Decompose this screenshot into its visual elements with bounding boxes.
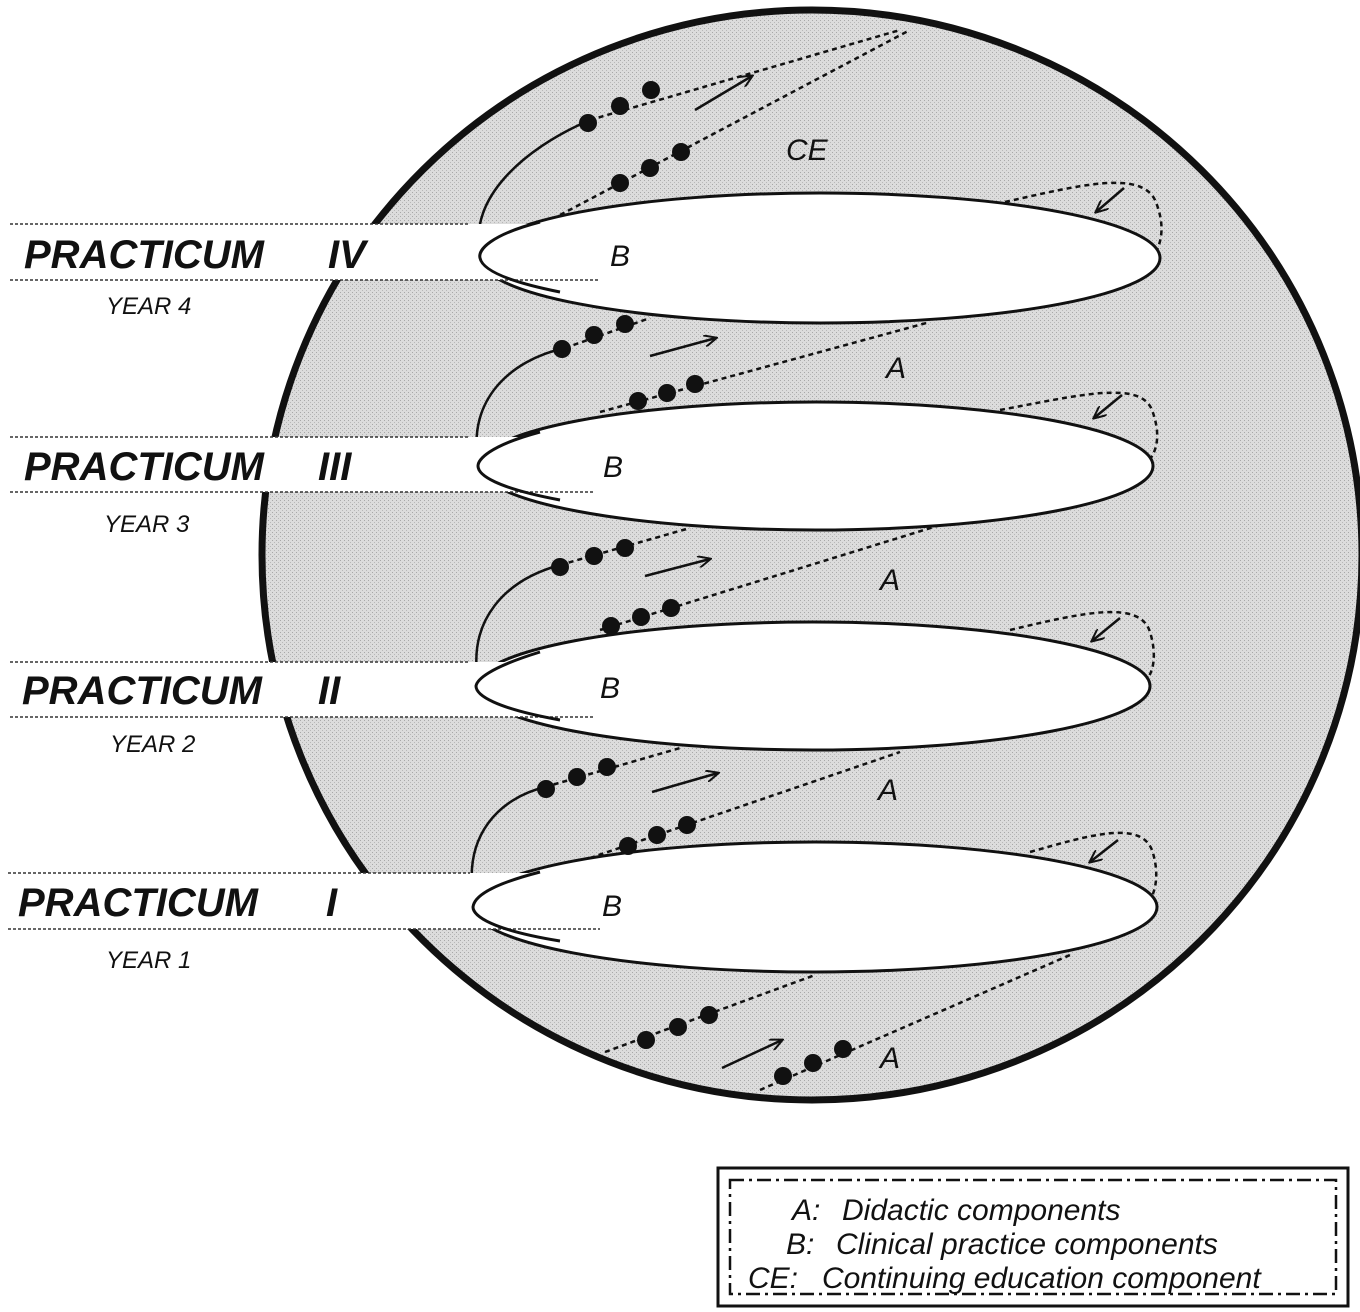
practicum-1-year: YEAR 1 — [106, 947, 191, 974]
continuing-education-label: CE — [786, 134, 829, 167]
legend-key-ce: CE: — [748, 1262, 798, 1295]
didactic-label-year4-3: A — [884, 352, 906, 385]
didactic-label-entry: A — [878, 1042, 900, 1075]
legend-key-a: A: — [790, 1194, 820, 1227]
practicum-1-numeral: I — [326, 881, 338, 925]
legend-text-ce: Continuing education component — [822, 1262, 1262, 1295]
practicum-3-name: PRACTICUM — [24, 445, 266, 489]
legend: A: Didactic components B: Clinical pract… — [718, 1168, 1348, 1306]
clinical-label-2: B — [600, 672, 620, 705]
legend-text-b: Clinical practice components — [836, 1228, 1218, 1261]
didactic-label-year2-1: A — [876, 774, 898, 807]
practicum-2-name: PRACTICUM — [22, 669, 264, 713]
clinical-label-3: B — [603, 451, 623, 484]
clinical-label-4: B — [610, 240, 630, 273]
clinical-label-1: B — [602, 890, 622, 923]
practicum-2-numeral: II — [318, 669, 341, 713]
practicum-4-year: YEAR 4 — [106, 293, 191, 320]
didactic-label-year3-2: A — [878, 564, 900, 597]
practicum-3-year: YEAR 3 — [104, 511, 190, 538]
practicum-2-year: YEAR 2 — [110, 731, 195, 758]
practicum-3-numeral: III — [318, 445, 352, 489]
practicum-1-name: PRACTICUM — [18, 881, 260, 925]
practicum-4-name: PRACTICUM — [24, 233, 266, 277]
practicum-4-numeral: IV — [328, 233, 369, 277]
legend-key-b: B: — [786, 1228, 814, 1261]
legend-text-a: Didactic components — [842, 1194, 1120, 1227]
